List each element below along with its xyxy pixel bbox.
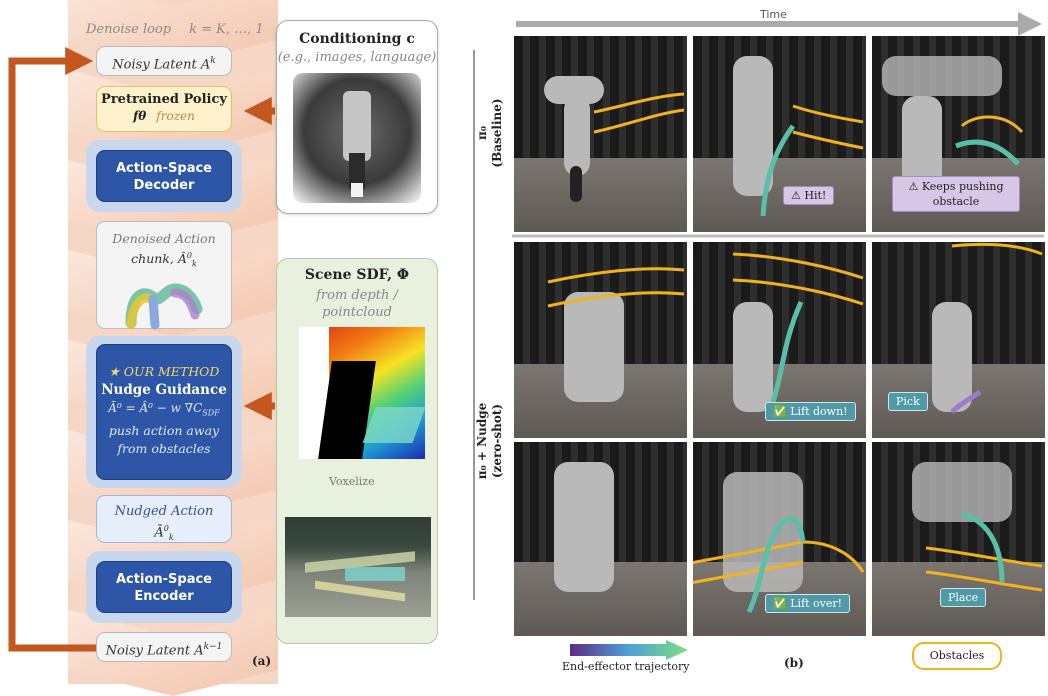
panel-label-b: (b): [784, 656, 804, 670]
conditioning-card: Conditioning c (e.g., images, language): [276, 20, 438, 214]
method-desc-2: from obstacles: [117, 441, 211, 457]
row-label-baseline: π₀(Baseline): [475, 98, 504, 168]
frame-nudge-1: [514, 242, 687, 438]
method-desc-1: push action away: [108, 423, 220, 439]
tag-lift-over: ✅ Lift over!: [765, 594, 851, 613]
policy-frozen: frozen: [156, 109, 195, 123]
action-chunk-icon: [125, 283, 203, 330]
row-label-nudge: π₀ + Nudge(zero-shot): [475, 402, 504, 480]
method-tag: ★ OUR METHOD: [108, 364, 220, 379]
sdf-sub-2: pointcloud: [322, 305, 392, 320]
noisy-latent-bottom: Noisy Latent Ak−1: [96, 632, 232, 662]
depth-image: [299, 327, 425, 459]
loop-range: k = K, …, 1: [189, 22, 264, 37]
sdf-title: Scene SDF, Φ: [304, 267, 410, 283]
pretrained-policy-box: Pretrained Policy fθ frozen: [96, 86, 232, 132]
frame-nudge-3: Pick: [872, 242, 1045, 438]
frame-nudge-6: Place: [872, 442, 1045, 636]
frame-nudge-2: ✅ Lift down!: [693, 242, 866, 438]
sdf-sub-1: from depth /: [316, 288, 398, 303]
frame-nudge-5: ✅ Lift over!: [693, 442, 866, 636]
tag-hit: ⚠ Hit!: [783, 186, 835, 205]
conditioning-title: Conditioning c: [299, 31, 415, 47]
trajectory-legend-label: End-effector trajectory: [562, 660, 690, 673]
frame-nudge-4: [514, 442, 687, 636]
policy-symbol: fθ: [133, 109, 147, 123]
obstacles-legend: Obstacles: [912, 642, 1002, 670]
frame-baseline-1: [514, 36, 687, 232]
voxelize-label: Voxelize: [329, 475, 375, 488]
nudge-guidance-box: ★ OUR METHOD Nudge Guidance Ā⁰ = Â⁰ − w …: [96, 344, 232, 480]
tag-place: Place: [940, 588, 987, 607]
nudged-action-box: Nudged Action Ā0k: [96, 495, 232, 543]
panel-label-a: (a): [252, 654, 272, 668]
frame-baseline-2: ⚠ Hit!: [693, 36, 866, 232]
method-title: Nudge Guidance: [101, 382, 227, 398]
time-label: Time: [760, 8, 787, 21]
trajectory-legend-bar: [570, 640, 688, 660]
policy-title: Pretrained Policy: [101, 92, 227, 107]
tag-pick: Pick: [888, 392, 928, 411]
method-formula: Ā⁰ = Â⁰ − w ∇C: [108, 401, 203, 415]
noisy-latent-top: Noisy Latent Ak: [96, 46, 232, 76]
conditioning-image: [293, 73, 421, 203]
voxel-image: [285, 517, 431, 617]
denoised-action-box: Denoised Action chunk, Â0k: [96, 221, 232, 330]
tag-lift-down: ✅ Lift down!: [765, 402, 856, 421]
conditioning-sub: (e.g., images, language): [277, 50, 437, 65]
scene-sdf-card: Scene SDF, Φ from depth / pointcloud Vox…: [276, 258, 438, 644]
